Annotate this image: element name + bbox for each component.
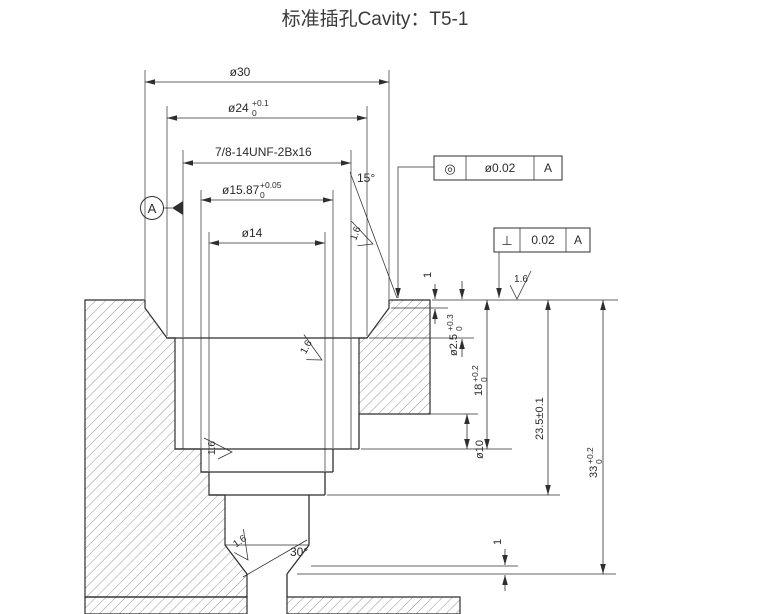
surface-roughness-mark: 1.6	[203, 437, 233, 460]
roughness-value: 1.6	[299, 338, 315, 356]
dim-depth18-tol-up: +0.2	[470, 365, 480, 382]
dim-depth23-5: 23.5±0.1	[534, 300, 551, 495]
angle-30-callout: 30°	[242, 539, 308, 578]
surface-roughness-mark: 1.6	[348, 221, 374, 247]
dim-dia14: ø14	[209, 226, 325, 246]
part-section-view	[84, 299, 461, 614]
dim-dia15-87-tol-up: +0.05	[260, 180, 282, 190]
dim-depth33-tol-up: +0.2	[585, 447, 595, 464]
fcf-runout: ◎ ø0.02 A	[395, 155, 563, 298]
roughness-value: 1.6	[348, 225, 363, 242]
bottom-plate-right-section	[286, 596, 461, 614]
angle-15-callout: 15°	[349, 171, 398, 299]
dim-dia24: ø24 +0.1 0	[167, 98, 367, 121]
dim-dia2-5-text: ø2.5	[448, 334, 460, 356]
roughness-value: 1.6	[231, 533, 249, 550]
runout-datum: A	[544, 161, 552, 175]
dim-dia24-tol-up: +0.1	[252, 98, 269, 108]
datum-triangle	[172, 201, 183, 215]
angle-15-label: 15°	[357, 171, 375, 185]
angle-30-label: 30°	[290, 545, 308, 559]
dim-dia30-text: ø30	[230, 65, 251, 79]
bottom-plate-left-section	[84, 596, 248, 614]
roughness-value: 1.6	[514, 274, 528, 285]
roughness-value: 1.6	[207, 441, 218, 455]
dim-dia14-text: ø14	[242, 226, 263, 240]
dim-step-top-text: 1	[422, 272, 434, 278]
dim-thread: 7/8-14UNF-2Bx16	[183, 145, 351, 166]
drawing-title: 标准插孔Cavity：T5-1	[282, 8, 469, 30]
fcf-perpendicularity: ⊥ 0.02 A	[493, 227, 591, 298]
surface-roughness-mark: 1.6	[509, 270, 532, 300]
dim-step-top: 1	[422, 272, 438, 324]
dim-depth18-text: 18	[473, 384, 485, 396]
runout-tolerance: ø0.02	[485, 161, 516, 175]
dim-step-bottom-text: 1	[492, 539, 504, 545]
runout-symbol: ◎	[444, 161, 455, 176]
dim-step-bottom: 1	[492, 539, 508, 591]
dim-depth33: 33 +0.2 0	[585, 300, 606, 574]
datum-a-flag: A	[140, 196, 183, 220]
dim-thread-text: 7/8-14UNF-2Bx16	[215, 145, 312, 159]
dim-dia2-5-tol-up: +0.3	[445, 314, 455, 331]
right-wall-section	[358, 299, 431, 415]
perpendicularity-symbol: ⊥	[501, 233, 512, 248]
datum-a-label: A	[148, 201, 157, 216]
dim-dia24-text: ø24	[228, 101, 249, 115]
dim-dia10-text: ø10	[474, 440, 486, 459]
dim-dia15-87: ø15.87 +0.05 0	[201, 180, 333, 203]
dim-dia15-87-tol-dn: 0	[260, 190, 265, 200]
bore-profile-lines	[167, 337, 367, 597]
dim-dia15-87-text: ø15.87	[222, 183, 260, 197]
dim-dia2-5-tol-dn: 0	[454, 326, 464, 331]
dim-depth33-tol-dn: 0	[594, 459, 604, 464]
dim-depth18: 18 +0.2 0	[470, 300, 490, 449]
dim-depth33-text: 33	[588, 466, 600, 478]
dim-depth18-tol-dn: 0	[479, 377, 489, 382]
dim-dia10: ø10	[464, 414, 486, 459]
dim-dia24-tol-dn: 0	[252, 108, 257, 118]
dim-dia30: ø30	[145, 65, 389, 85]
dim-dia2-5: ø2.5 +0.3 0	[445, 281, 465, 357]
surface-roughness-mark: 1.6	[299, 334, 323, 361]
perpendicularity-tolerance: 0.02	[531, 233, 555, 247]
perpendicularity-datum: A	[574, 233, 582, 247]
dim-depth23-5-text: 23.5±0.1	[534, 397, 546, 440]
